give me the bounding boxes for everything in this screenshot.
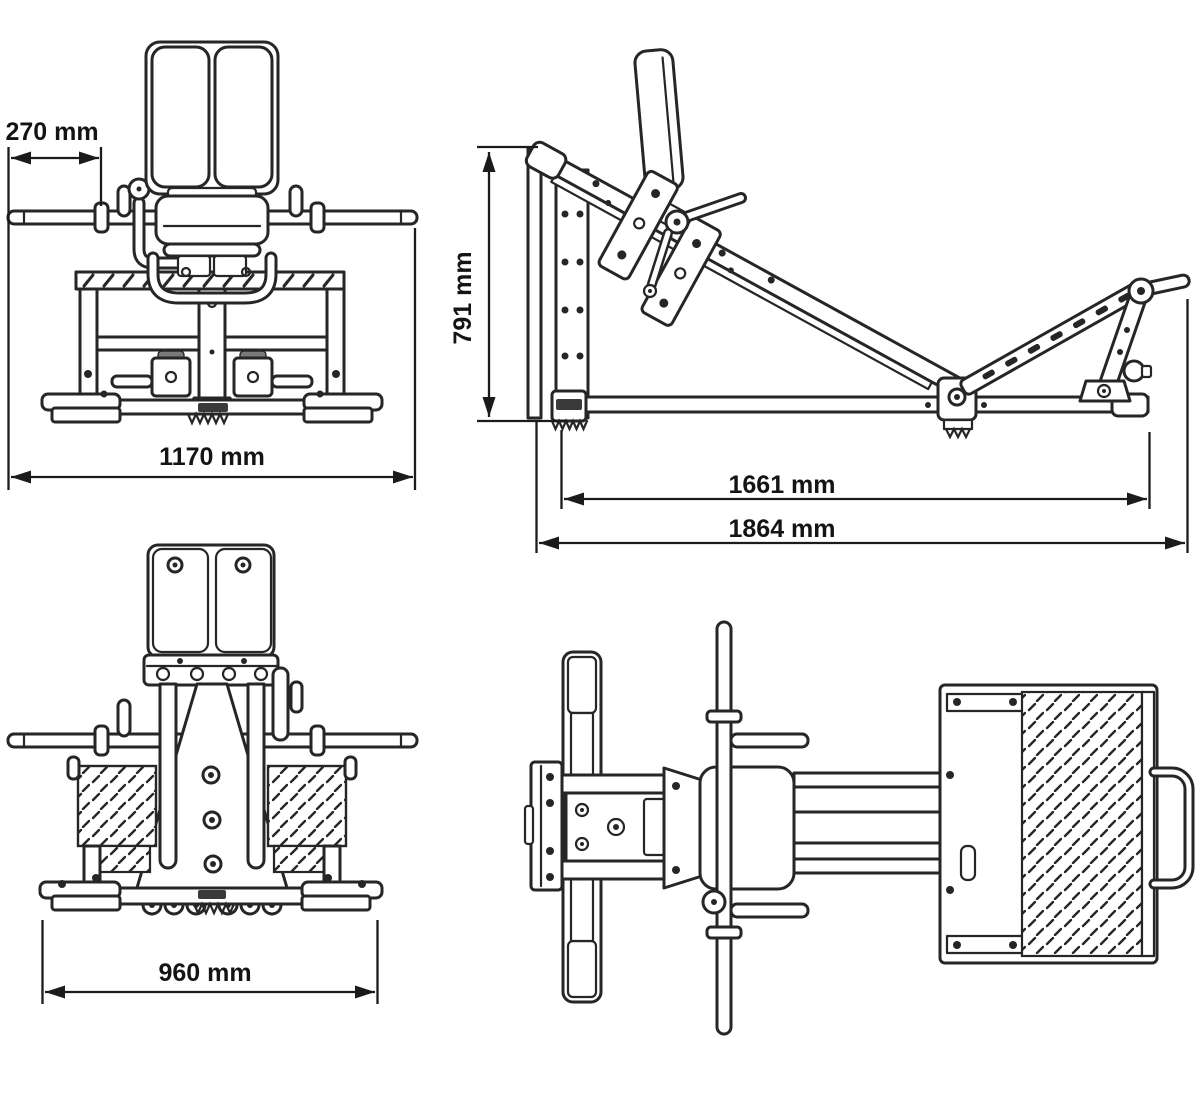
back-panel (142, 543, 280, 687)
incline-rail (524, 140, 972, 400)
bolt-dots (84, 370, 340, 398)
dimension-label-1170: 1170 mm (159, 443, 265, 471)
front-view (6, 40, 419, 426)
backrest-profile (633, 48, 685, 192)
dimension-bar-overhang: 270 mm (5, 118, 103, 490)
dimension-label-270: 270 mm (5, 118, 98, 146)
center-gusset (132, 682, 292, 900)
diamond-plates-rear (66, 755, 358, 906)
dimension-frame-height: 791 mm (449, 145, 568, 423)
rails-and-beam (792, 771, 1022, 875)
footplate-platform (938, 683, 1195, 965)
base-frame (40, 370, 384, 426)
side-view (524, 48, 1191, 440)
dimension-overall-length: 1864 mm (535, 299, 1189, 553)
dimension-label-791: 791 mm (449, 251, 477, 344)
calf-block-linkage (959, 273, 1191, 403)
dimension-label-960: 960 mm (158, 959, 251, 987)
base-beam (550, 389, 1150, 432)
carriage-top (560, 766, 704, 890)
backrest-pads (144, 40, 280, 200)
carriage-blocks (110, 350, 314, 398)
seat-top (698, 765, 796, 891)
dimension-base-length: 1661 mm (560, 430, 1151, 509)
base-frame-rear (38, 874, 384, 916)
dimension-label-1661: 1661 mm (728, 471, 835, 499)
rear-view (6, 543, 419, 916)
dimension-label-1864: 1864 mm (728, 515, 835, 543)
dimension-base-width-rear: 960 mm (41, 920, 379, 1004)
adjust-handle (642, 192, 747, 299)
dimension-overall-width-front: 1170 mm (11, 228, 417, 490)
long-bar-top (701, 620, 810, 1036)
top-view (523, 620, 1195, 1036)
seat (154, 194, 270, 278)
seat-hoop (146, 251, 278, 305)
front-plate-top (523, 760, 564, 892)
